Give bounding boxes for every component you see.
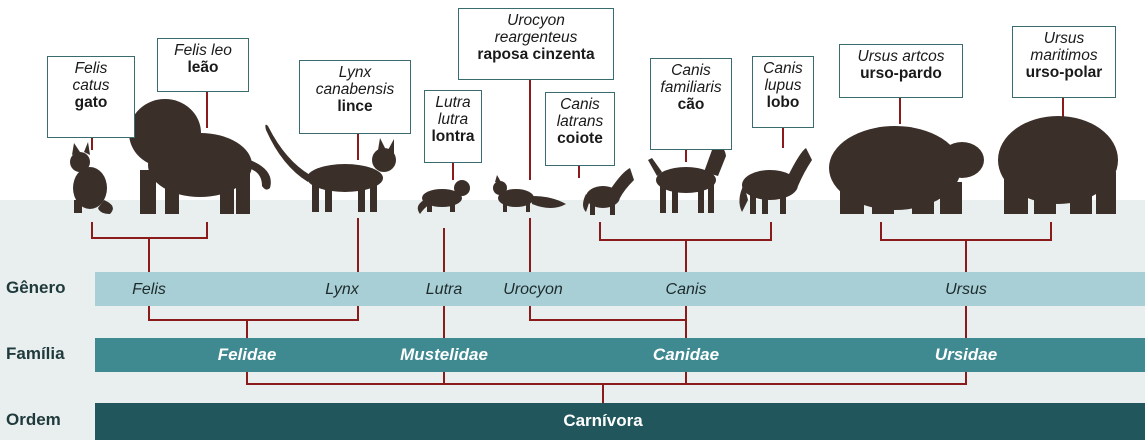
scientific-name: reargenteus bbox=[463, 29, 609, 46]
genus-felis: Felis bbox=[132, 281, 166, 299]
scientific-name: latrans bbox=[550, 113, 610, 130]
common-name: urso-pardo bbox=[844, 65, 958, 82]
scientific-name: Ursus bbox=[1017, 30, 1111, 47]
scientific-name: Canis bbox=[550, 96, 610, 113]
common-name: raposa cinzenta bbox=[463, 46, 609, 63]
scientific-name: Lutra bbox=[429, 94, 477, 111]
felis-bracket bbox=[92, 222, 207, 238]
scientific-name: Ursus artcos bbox=[844, 48, 958, 65]
coyote-silhouette-icon bbox=[583, 168, 634, 215]
otter-silhouette-icon bbox=[418, 180, 470, 214]
scientific-name: familiaris bbox=[655, 79, 727, 96]
order-carnivora: Carnívora bbox=[563, 411, 642, 431]
common-name: lontra bbox=[429, 128, 477, 145]
label-box-ursus-artcos: Ursus artcos urso-pardo bbox=[839, 44, 963, 98]
label-box-lynx-canabensis: Lynx canabensis lince bbox=[299, 60, 411, 134]
scientific-name: Lynx bbox=[304, 64, 406, 81]
scientific-name: Canis bbox=[655, 62, 727, 79]
genus-ursus: Ursus bbox=[945, 281, 987, 299]
fox-silhouette-icon bbox=[493, 175, 566, 212]
family-felidae: Felidae bbox=[218, 345, 277, 365]
lion-silhouette-icon bbox=[129, 99, 271, 214]
scientific-name: maritimos bbox=[1017, 47, 1111, 64]
genus-lutra: Lutra bbox=[426, 281, 462, 299]
scientific-name: lupus bbox=[757, 77, 809, 94]
scientific-name: Canis bbox=[757, 60, 809, 77]
scientific-name: canabensis bbox=[304, 81, 406, 98]
lynx-silhouette-icon bbox=[265, 125, 396, 212]
scientific-name: catus bbox=[52, 77, 130, 94]
brown-bear-silhouette-icon bbox=[829, 126, 984, 214]
family-ursidae: Ursidae bbox=[935, 345, 997, 365]
ursus-bracket bbox=[881, 222, 1051, 240]
label-box-felis-leo: Felis leo leão bbox=[157, 38, 249, 92]
common-name: cão bbox=[655, 96, 727, 113]
common-name: gato bbox=[52, 94, 130, 111]
label-box-lutra-lutra: Lutra lutra lontra bbox=[424, 90, 482, 163]
common-name: lince bbox=[304, 98, 406, 115]
label-box-canis-lupus: Canis lupus lobo bbox=[752, 56, 814, 128]
scientific-name: Felis bbox=[52, 60, 130, 77]
common-name: leão bbox=[162, 59, 244, 76]
label-box-urocyon-reargenteus: Urocyon reargenteus raposa cinzenta bbox=[458, 8, 614, 80]
felidae-join bbox=[149, 306, 358, 320]
label-box-canis-latrans: Canis latrans coiote bbox=[545, 92, 615, 166]
scientific-name: Urocyon bbox=[463, 12, 609, 29]
label-box-felis-catus: Felis catus gato bbox=[47, 56, 135, 138]
common-name: lobo bbox=[757, 94, 809, 111]
scientific-name: Felis leo bbox=[162, 42, 244, 59]
canidae-join bbox=[530, 306, 686, 320]
genus-canis: Canis bbox=[666, 281, 707, 299]
family-mustelidae: Mustelidae bbox=[400, 345, 488, 365]
genus-urocyon: Urocyon bbox=[503, 281, 563, 299]
polar-bear-silhouette-icon bbox=[998, 116, 1118, 214]
common-name: coiote bbox=[550, 130, 610, 147]
common-name: urso-polar bbox=[1017, 64, 1111, 81]
cat-silhouette-icon bbox=[70, 142, 113, 214]
genus-lynx: Lynx bbox=[325, 281, 359, 299]
canis-bracket bbox=[600, 222, 771, 240]
scientific-name: lutra bbox=[429, 111, 477, 128]
label-box-canis-familiaris: Canis familiaris cão bbox=[650, 58, 732, 150]
label-box-ursus-maritimos: Ursus maritimos urso-polar bbox=[1012, 26, 1116, 98]
family-canidae: Canidae bbox=[653, 345, 719, 365]
wolf-silhouette-icon bbox=[739, 148, 812, 214]
order-join bbox=[247, 372, 966, 384]
